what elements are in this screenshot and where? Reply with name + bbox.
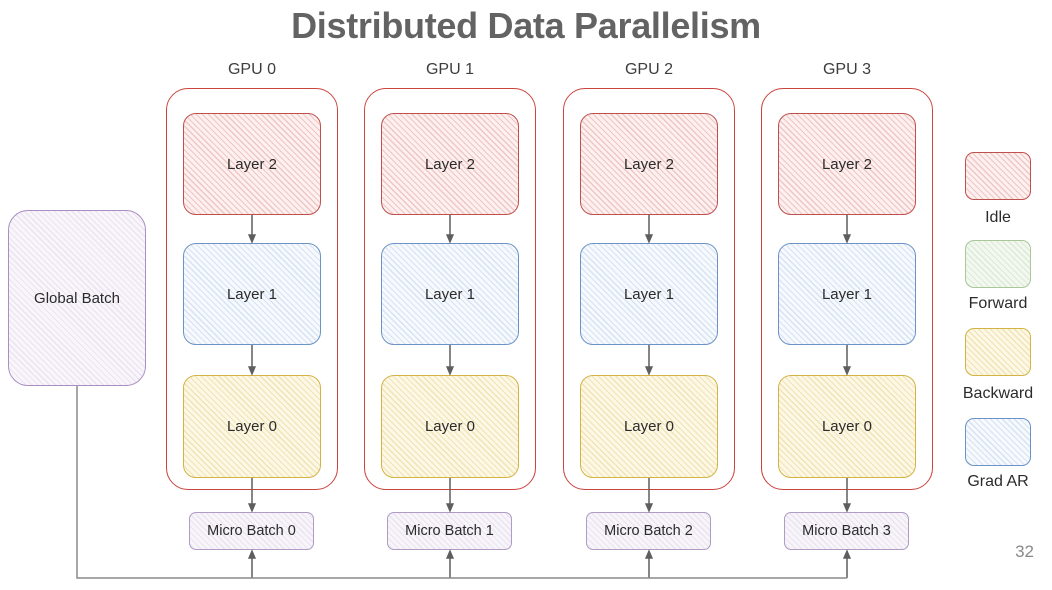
legend-swatch-grad-ar (965, 418, 1031, 466)
micro-batch-0: Micro Batch 0 (189, 512, 314, 550)
layer-label: Layer 0 (821, 418, 873, 435)
gpu-2-layer-0: Layer 0 (580, 375, 718, 478)
layer-label: Layer 0 (226, 418, 278, 435)
global-batch-box: Global Batch (8, 210, 146, 386)
gpu-0-layer-2: Layer 2 (183, 113, 321, 215)
global-batch-label: Global Batch (34, 289, 120, 307)
gpu-0-layer-1: Layer 1 (183, 243, 321, 345)
micro-batch-label: Micro Batch 2 (604, 523, 693, 539)
micro-batch-label: Micro Batch 3 (802, 523, 891, 539)
gpu-1-layer-1: Layer 1 (381, 243, 519, 345)
gpu-3-layer-1: Layer 1 (778, 243, 916, 345)
layer-label: Layer 2 (623, 155, 675, 173)
page-number: 32 (1015, 542, 1034, 561)
micro-batch-label: Micro Batch 1 (405, 523, 494, 539)
micro-batch-2: Micro Batch 2 (586, 512, 711, 550)
gpu-label-3: GPU 3 (822, 61, 871, 78)
layer-label: Layer 2 (821, 155, 873, 173)
gpu-1-layer-0: Layer 0 (381, 375, 519, 478)
layer-label: Layer 2 (424, 155, 476, 173)
gpu-2-layer-1: Layer 1 (580, 243, 718, 345)
gpu-2-layer-2: Layer 2 (580, 113, 718, 215)
layer-label: Layer 1 (623, 285, 675, 303)
micro-batch-3: Micro Batch 3 (784, 512, 909, 550)
legend-label-backward: Backward (962, 385, 1034, 402)
micro-batch-label: Micro Batch 0 (207, 523, 296, 539)
legend-swatch-forward (965, 240, 1031, 288)
micro-batch-1: Micro Batch 1 (387, 512, 512, 550)
layer-label: Layer 0 (424, 418, 476, 435)
gpu-1-layer-2: Layer 2 (381, 113, 519, 215)
layer-label: Layer 1 (226, 285, 278, 303)
legend-swatch-idle (965, 152, 1031, 200)
layer-label: Layer 0 (623, 418, 675, 435)
gpu-3-layer-0: Layer 0 (778, 375, 916, 478)
legend-label-grad-ar: Grad AR (967, 473, 1029, 490)
page-title: Distributed Data Parallelism (291, 5, 761, 46)
layer-label: Layer 1 (424, 285, 476, 303)
legend-label-idle: Idle (985, 209, 1011, 226)
gpu-label-0: GPU 0 (227, 61, 276, 78)
legend-label-forward: Forward (968, 295, 1028, 312)
layer-label: Layer 2 (226, 155, 278, 173)
gpu-3-layer-2: Layer 2 (778, 113, 916, 215)
layer-label: Layer 1 (821, 285, 873, 303)
gpu-0-layer-0: Layer 0 (183, 375, 321, 478)
legend-swatch-backward (965, 328, 1031, 376)
gpu-label-1: GPU 1 (425, 61, 474, 78)
gpu-label-2: GPU 2 (624, 61, 673, 78)
